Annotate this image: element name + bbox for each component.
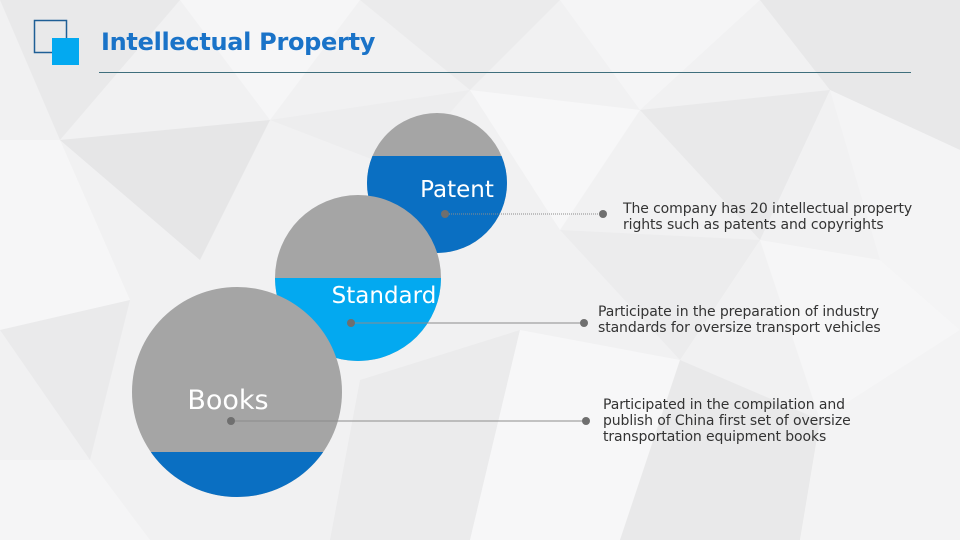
connector-standard (347, 319, 588, 327)
title-divider (99, 72, 911, 73)
patent-label: Patent (420, 177, 494, 203)
description-line: The company has 20 intellectual property (623, 201, 913, 217)
standard-description: Participate in the preparation of indust… (598, 304, 881, 336)
description-line: publish of China first set of oversize (603, 413, 851, 429)
description-line: rights such as patents and copyrights (623, 217, 884, 233)
patent-description: The company has 20 intellectual property… (623, 201, 912, 233)
description-line: transportation equipment books (603, 429, 827, 445)
connector-books (227, 417, 590, 425)
books-label: Books (187, 385, 268, 416)
page-title: Intellectual Property (101, 28, 376, 56)
connector-patent (441, 210, 607, 218)
description-line: Participated in the compilation and (603, 397, 845, 413)
description-line: Participate in the preparation of indust… (598, 304, 879, 320)
description-line: standards for oversize transport vehicle… (598, 320, 881, 336)
standard-label: Standard (332, 283, 437, 309)
books-description: Participated in the compilation and publ… (603, 397, 851, 445)
logo-squares-icon (33, 19, 79, 65)
